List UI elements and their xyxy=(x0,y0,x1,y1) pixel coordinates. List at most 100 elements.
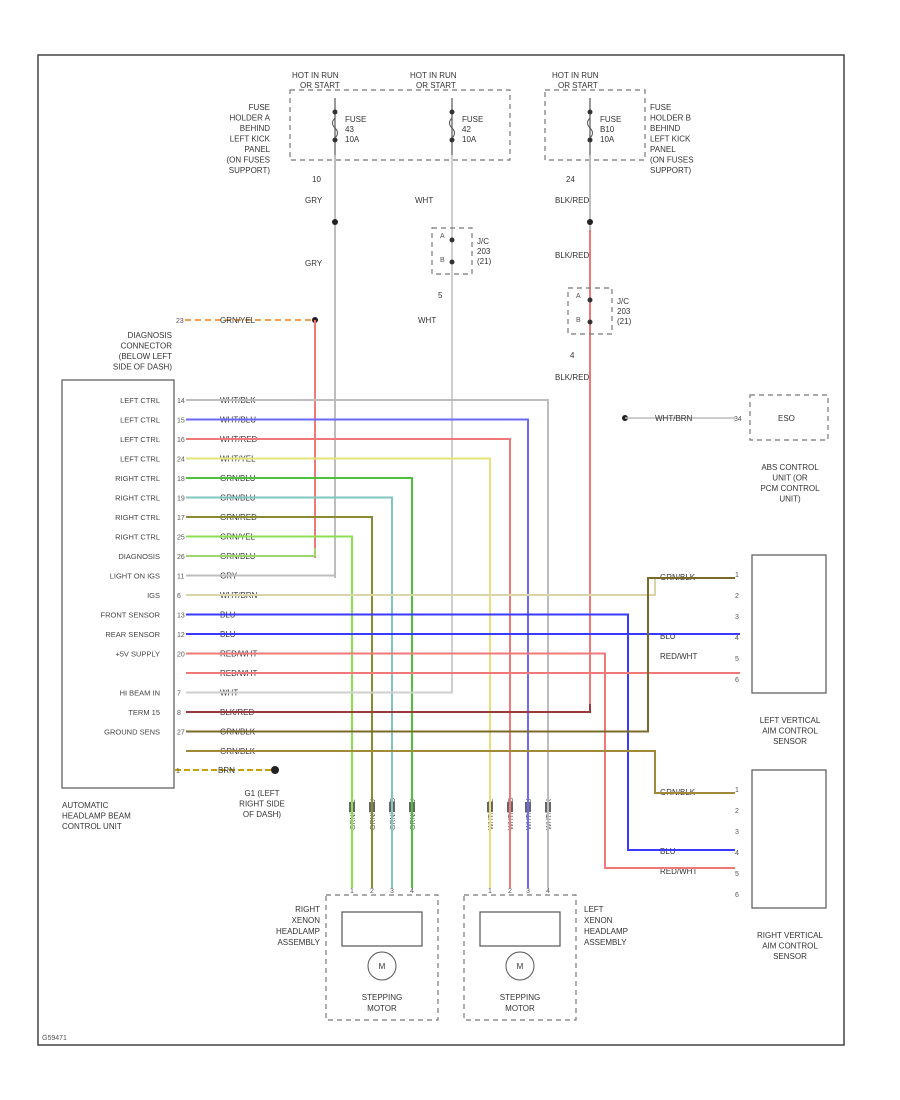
figure-id: G59471 xyxy=(42,1035,67,1042)
cu-row-pin: 24 xyxy=(177,457,185,464)
ground-ref-label-line: OF DASH) xyxy=(243,810,282,819)
headlamp-wire-label: WHT/BLU xyxy=(526,799,533,831)
right_headlamp-motor-name-line: STEPPING xyxy=(362,993,402,1002)
headlamp-pin: 3 xyxy=(390,888,394,895)
cu-row-pin: 17 xyxy=(177,515,185,522)
sensor-pin: 5 xyxy=(735,871,739,878)
cu-wire xyxy=(186,577,735,596)
jc2-sub: (21) xyxy=(617,317,632,326)
sensor-pin: 4 xyxy=(735,850,739,857)
left_headlamp-name-line: XENON xyxy=(584,916,613,925)
ground-wire-label: BRN xyxy=(218,766,235,775)
fuse-holder-a-line: BEHIND xyxy=(240,124,270,133)
fuse42-hot2-label: OR START xyxy=(416,81,456,90)
left_headlamp-enclosure xyxy=(463,894,577,1021)
cu-row-label: TERM 15 xyxy=(128,708,160,717)
headlamp-pin: 4 xyxy=(410,888,414,895)
right-vertical-aim-sensor xyxy=(751,769,827,909)
cu-row-label: RIGHT CTRL xyxy=(115,533,160,542)
sensor-wire-label: BLU xyxy=(660,847,676,856)
sensor-pin: 1 xyxy=(735,787,739,794)
right_sensor-name-line: RIGHT VERTICAL xyxy=(757,931,823,940)
cu-wire xyxy=(186,684,453,694)
headlamp-wire-label: GRN/BLU xyxy=(370,799,377,830)
headlamp-wire-label: GRN/RED xyxy=(390,798,397,830)
sensor-wire-label: RED/WHT xyxy=(660,867,697,876)
wire-f1-color: GRY xyxy=(305,196,323,205)
wire-f2-color2: WHT xyxy=(418,316,436,325)
cu-row-label: DIAGNOSIS xyxy=(118,552,160,561)
left_headlamp-body xyxy=(479,911,561,947)
cu-row-pin: 12 xyxy=(177,632,185,639)
cu-wire xyxy=(186,535,353,888)
right_headlamp-name-line: ASSEMBLY xyxy=(277,938,320,947)
cu-row-pin: 14 xyxy=(177,398,185,405)
fuseb10-fuse-label: FUSE xyxy=(600,115,621,124)
left_sensor-name-line: AIM CONTROL xyxy=(762,727,818,736)
junction-connector-1: A B J/C 203 (21) xyxy=(431,227,492,275)
diagnosis-connector-label-line: (BELOW LEFT xyxy=(119,352,172,361)
ground-ref-label-line: RIGHT SIDE xyxy=(239,800,285,809)
left_headlamp-motor-name-line: STEPPING xyxy=(500,993,540,1002)
fuse-holder-b-line: HOLDER B xyxy=(650,114,691,123)
wire-f3-color2: BLK/RED xyxy=(555,251,589,260)
sensor-pin: 3 xyxy=(735,829,739,836)
fuseb10-hot2-label: OR START xyxy=(558,81,598,90)
ground-ref-label-line: G1 (LEFT xyxy=(244,789,279,798)
sensor-wire-label: RED/WHT xyxy=(660,652,697,661)
cu-row-pin: 20 xyxy=(177,652,185,659)
abs-pin: 34 xyxy=(734,416,742,423)
control-unit-name-line: CONTROL UNIT xyxy=(62,822,122,831)
cu-wire xyxy=(186,577,735,733)
cu-wire xyxy=(186,548,316,557)
diagnosis-connector-label-line: DIAGNOSIS xyxy=(128,331,172,340)
fuse-holder-a-line: LEFT KICK xyxy=(230,135,271,144)
left_headlamp-motor-name-line: MOTOR xyxy=(505,1004,535,1013)
cu-row-label: LEFT CTRL xyxy=(120,416,160,425)
sensor-pin: 6 xyxy=(735,677,739,684)
fuse-holder-a-line: (ON FUSES xyxy=(226,156,270,165)
cu-row-pin: 18 xyxy=(177,476,185,483)
fuse42-fuse-label: FUSE xyxy=(462,115,483,124)
cu-row-label: RIGHT CTRL xyxy=(115,513,160,522)
headlamp-wire-label: GRN/BLU xyxy=(410,799,417,830)
abs-unit-name-line: ABS CONTROL xyxy=(761,463,819,472)
sensor-pin: 5 xyxy=(735,656,739,663)
right_headlamp-name-line: RIGHT xyxy=(295,905,320,914)
cu-row-pin: 15 xyxy=(177,418,185,425)
headlamp-pin: 2 xyxy=(508,888,512,895)
fuse-holder-b-line: SUPPORT) xyxy=(650,166,692,175)
fuse-holder-b-line: LEFT KICK xyxy=(650,135,691,144)
fuse43-hot-label: HOT IN RUN xyxy=(292,71,339,80)
cu-row-label: FRONT SENSOR xyxy=(101,611,161,620)
left_headlamp-name-line: ASSEMBLY xyxy=(584,938,627,947)
headlamp-pin: 2 xyxy=(370,888,374,895)
sensor-pin: 2 xyxy=(735,593,739,600)
fuse-holder-b-line: FUSE xyxy=(650,103,671,112)
fuse-holder-a-line: PANEL xyxy=(244,145,270,154)
cu-row-pin: 8 xyxy=(177,710,181,717)
wire-f3-color3: BLK/RED xyxy=(555,373,589,382)
jc2-num: 203 xyxy=(617,307,631,316)
diagnosis-connector-label-line: CONNECTOR xyxy=(121,342,173,351)
cu-wire xyxy=(186,750,735,794)
cu-wire xyxy=(186,516,373,888)
fuse-block-a: HOT IN RUN OR START HOT IN RUN OR START … xyxy=(289,71,511,161)
abs-unit-name-line: UNIT) xyxy=(779,495,801,504)
junction-connector-2: A B J/C 203 (21) xyxy=(567,287,632,335)
left_sensor-name-line: LEFT VERTICAL xyxy=(760,716,821,725)
abs-box-label: ESO xyxy=(778,414,795,423)
fuse42-hot-label: HOT IN RUN xyxy=(410,71,457,80)
wire-f2-pin: 5 xyxy=(438,291,443,300)
wire-f3-color: BLK/RED xyxy=(555,196,589,205)
right_headlamp-motor-name-line: MOTOR xyxy=(367,1004,397,1013)
svg-text:A: A xyxy=(440,233,445,240)
fuse-holder-b-line: BEHIND xyxy=(650,124,680,133)
right_sensor-name-line: SENSOR xyxy=(773,952,807,961)
svg-text:B: B xyxy=(576,317,581,324)
cu-row-pin: 7 xyxy=(177,691,181,698)
fuse43-amp: 10A xyxy=(345,135,360,144)
diag-pin: 23 xyxy=(176,318,184,325)
